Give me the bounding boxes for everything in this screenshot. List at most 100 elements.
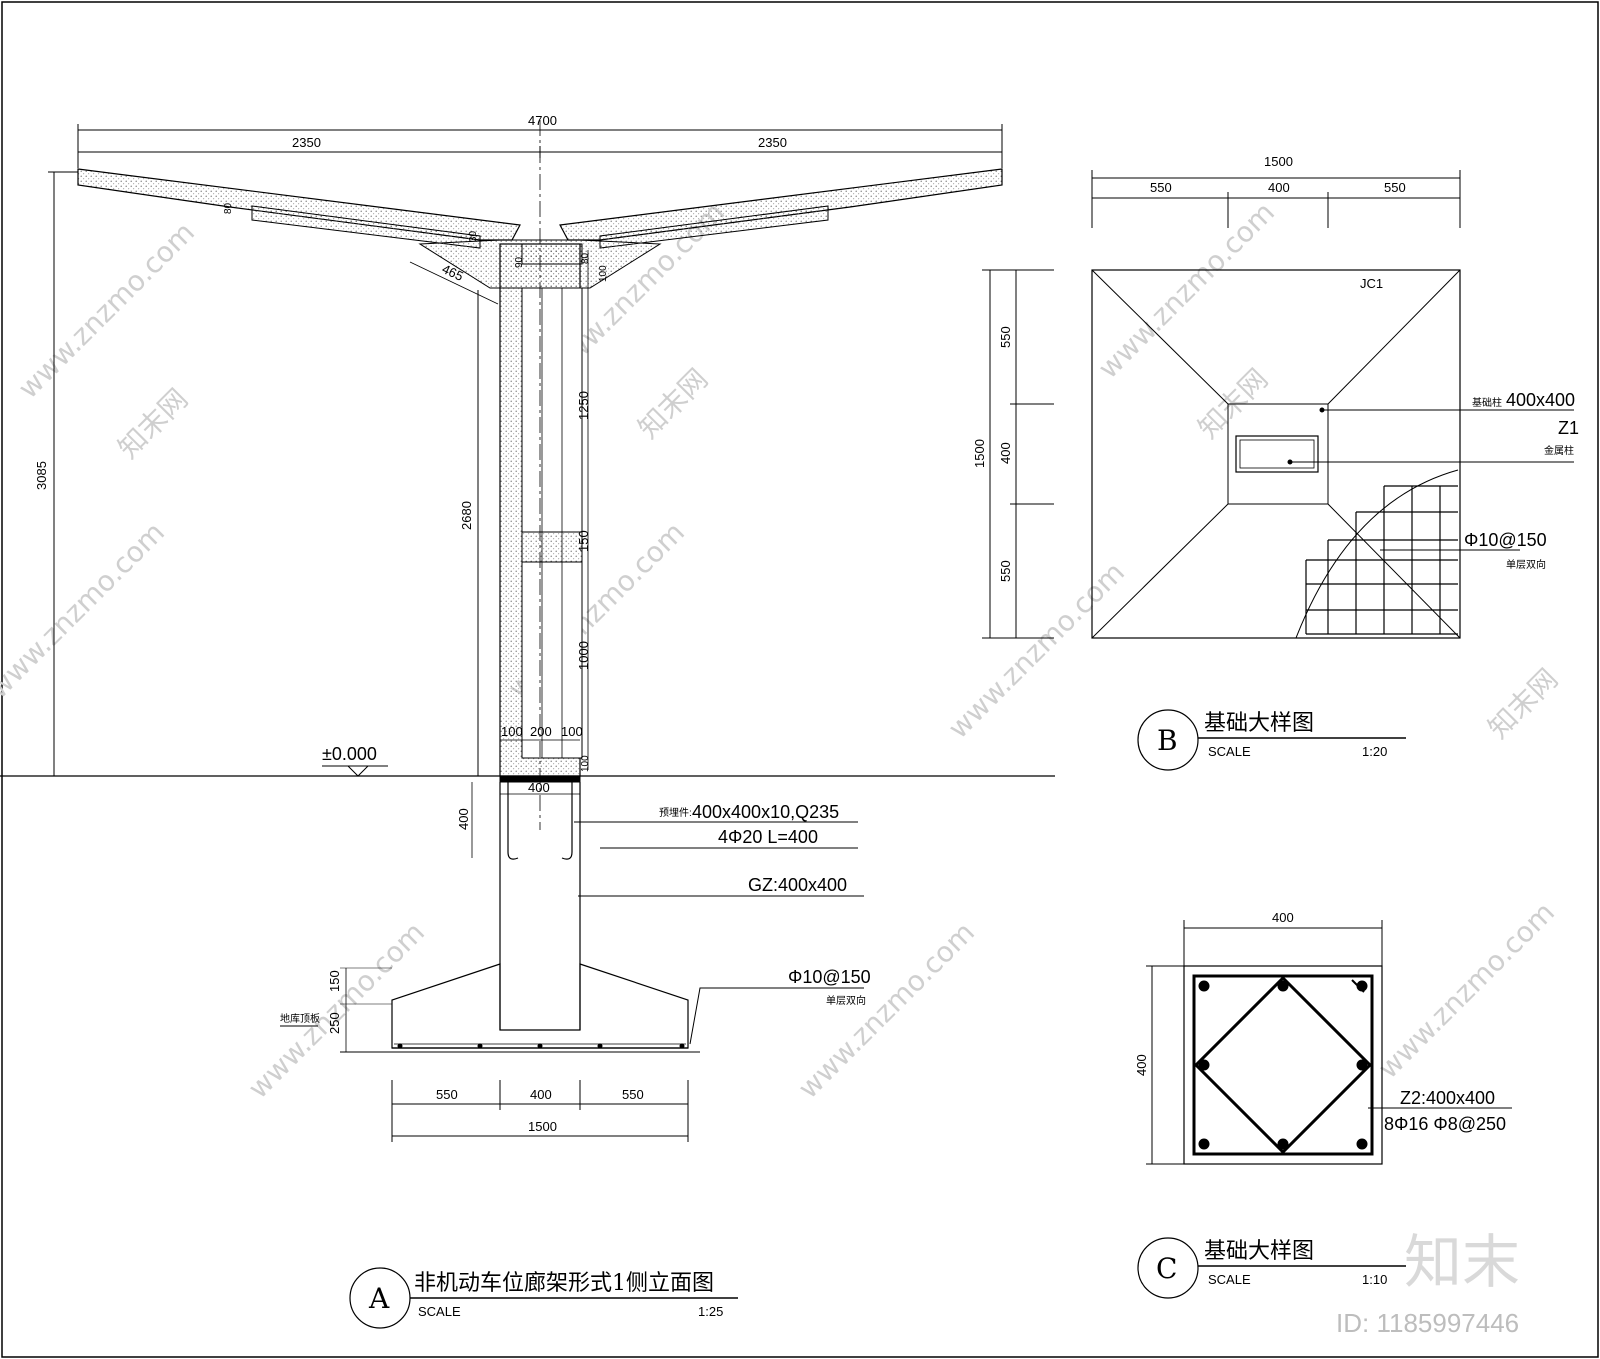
plan-metal-col: 金属柱 <box>1544 444 1574 457</box>
dim-100b: 100 <box>580 755 591 772</box>
watermark-layer: www.znzmo.com 知末网 www.znzmo.com 知末网 www.… <box>0 196 1564 1105</box>
embed-spec: 400x400x10,Q235 <box>692 802 839 822</box>
embed-plate <box>499 775 581 783</box>
dim-found-250: 250 <box>327 1012 342 1034</box>
dim-1000: 1000 <box>576 641 591 670</box>
dim-30: 30 <box>468 230 479 242</box>
dim-base-1500: 1500 <box>528 1119 557 1134</box>
dim-base-400: 400 <box>530 1087 552 1102</box>
plan-base-col-size: 400x400 <box>1506 390 1575 410</box>
dim-150: 150 <box>576 530 591 552</box>
section-outline <box>1183 965 1383 1165</box>
column-section-labels: 400 400 Z2:400x400 8Φ16 Φ8@250 <box>1134 910 1506 1134</box>
title-b-scale-label: SCALE <box>1208 744 1251 759</box>
rebar-label: Φ10@150 <box>788 967 871 987</box>
plan-dim-side-550b: 550 <box>998 560 1013 582</box>
elevation-labels: 4700 2350 2350 3085 2680 465 80 30 90 80… <box>34 113 871 1134</box>
title-b-scale: 1:20 <box>1362 744 1387 759</box>
plan-dim-1500: 1500 <box>1264 154 1293 169</box>
plan-tag: JC1 <box>1360 276 1383 291</box>
embed-label: 预埋件: <box>659 807 692 819</box>
dim-found-150: 150 <box>327 970 342 992</box>
dim-3085: 3085 <box>34 461 49 490</box>
watermark-brand: 知末网 <box>1482 662 1565 745</box>
plan-dim-side-550t: 550 <box>998 326 1013 348</box>
plan-rebar-grid <box>1295 469 1459 639</box>
section-rebar: 8Φ16 Φ8@250 <box>1384 1114 1506 1134</box>
plan-metal-column <box>1235 435 1319 473</box>
anchor-bolt-right <box>561 782 573 860</box>
dim-embed-400h: 400 <box>456 808 471 830</box>
level-mark: ±0.000 <box>322 744 377 764</box>
title-b-letter: B <box>1157 724 1178 757</box>
section-dim-height: 400 <box>1134 1054 1149 1076</box>
title-c-scale-label: SCALE <box>1208 1272 1251 1287</box>
title-block-b: B 基础大样图 SCALE 1:20 <box>1137 709 1406 771</box>
watermark-text: www.znzmo.com <box>792 916 981 1105</box>
dim-col-200: 200 <box>530 724 552 739</box>
column-collar <box>521 531 583 563</box>
bolt-spec: 4Φ20 L=400 <box>718 827 818 847</box>
watermark-text: www.znzmo.com <box>942 556 1131 745</box>
title-b-text: 基础大样图 <box>1204 711 1314 736</box>
title-a-scale: 1:25 <box>698 1304 723 1319</box>
watermark-text: www.znzmo.com <box>0 516 171 705</box>
section-diamond-tie <box>1193 975 1373 1155</box>
plan-base-col-label: 基础柱 <box>1472 396 1502 409</box>
logo-text: 知末 <box>1404 1228 1520 1296</box>
slab-label: 地库顶板 <box>280 1012 320 1025</box>
dim-embed-400w: 400 <box>528 780 550 795</box>
watermark-text: www.znzmo.com <box>242 916 431 1105</box>
foundation-plan-labels: 1500 550 400 550 1500 550 400 550 JC1 基础… <box>972 154 1579 582</box>
dim-col-100r: 100 <box>561 724 583 739</box>
plan-column <box>1227 403 1329 505</box>
column-section <box>1146 920 1512 1165</box>
plan-dim-side-400: 400 <box>998 442 1013 464</box>
plan-outline <box>1091 269 1461 639</box>
section-z2: Z2:400x400 <box>1400 1088 1495 1108</box>
logo-block: 知末 ID: 1185997446 <box>1336 1228 1520 1338</box>
plan-dim-side-1500: 1500 <box>972 439 987 468</box>
dim-90: 90 <box>514 256 525 268</box>
title-c-scale: 1:10 <box>1362 1272 1387 1287</box>
watermark-text: www.znzmo.com <box>1092 196 1281 385</box>
dim-80b: 80 <box>580 252 591 264</box>
section-stirrup <box>1192 974 1374 1156</box>
canopy-right <box>559 168 1003 241</box>
dim-100a: 100 <box>598 265 609 282</box>
dim-col-100l: 100 <box>501 724 523 739</box>
title-block-c: C 基础大样图 SCALE 1:10 <box>1137 1237 1406 1299</box>
watermark-text: www.znzmo.com <box>12 216 201 405</box>
rebar-sub: 单层双向 <box>826 994 866 1007</box>
dim-2350-right: 2350 <box>758 135 787 150</box>
canopy-left <box>77 168 521 241</box>
title-c-text: 基础大样图 <box>1204 1239 1314 1264</box>
dim-base-550r: 550 <box>622 1087 644 1102</box>
title-a-text: 非机动车位廊架形式1侧立面图 <box>414 1271 714 1296</box>
title-block-a: A 非机动车位廊架形式1侧立面图 SCALE 1:25 <box>349 1267 738 1329</box>
gz-label: GZ:400x400 <box>748 875 847 895</box>
watermark-brand: 知末网 <box>112 382 195 465</box>
footing <box>391 963 689 1049</box>
dim-2350-left: 2350 <box>292 135 321 150</box>
dim-4700: 4700 <box>528 113 557 128</box>
title-a-scale-label: SCALE <box>418 1304 461 1319</box>
plan-z1: Z1 <box>1558 418 1579 438</box>
title-c-letter: C <box>1156 1252 1177 1285</box>
elevation-drawing <box>0 120 1055 1142</box>
watermark-text: www.znzmo.com <box>1372 896 1561 1085</box>
plan-dim-550l: 550 <box>1150 180 1172 195</box>
dim-1250: 1250 <box>576 391 591 420</box>
plan-dim-550r: 550 <box>1384 180 1406 195</box>
anchor-bolt-left <box>507 782 519 860</box>
dim-80: 80 <box>223 202 234 214</box>
foundation-plan <box>982 170 1574 639</box>
watermark-brand: 知末网 <box>632 362 715 445</box>
dim-2680: 2680 <box>459 501 474 530</box>
logo-id: ID: 1185997446 <box>1336 1308 1519 1338</box>
dim-base-550l: 550 <box>436 1087 458 1102</box>
column-inner <box>521 287 583 759</box>
section-dim-width: 400 <box>1272 910 1294 925</box>
